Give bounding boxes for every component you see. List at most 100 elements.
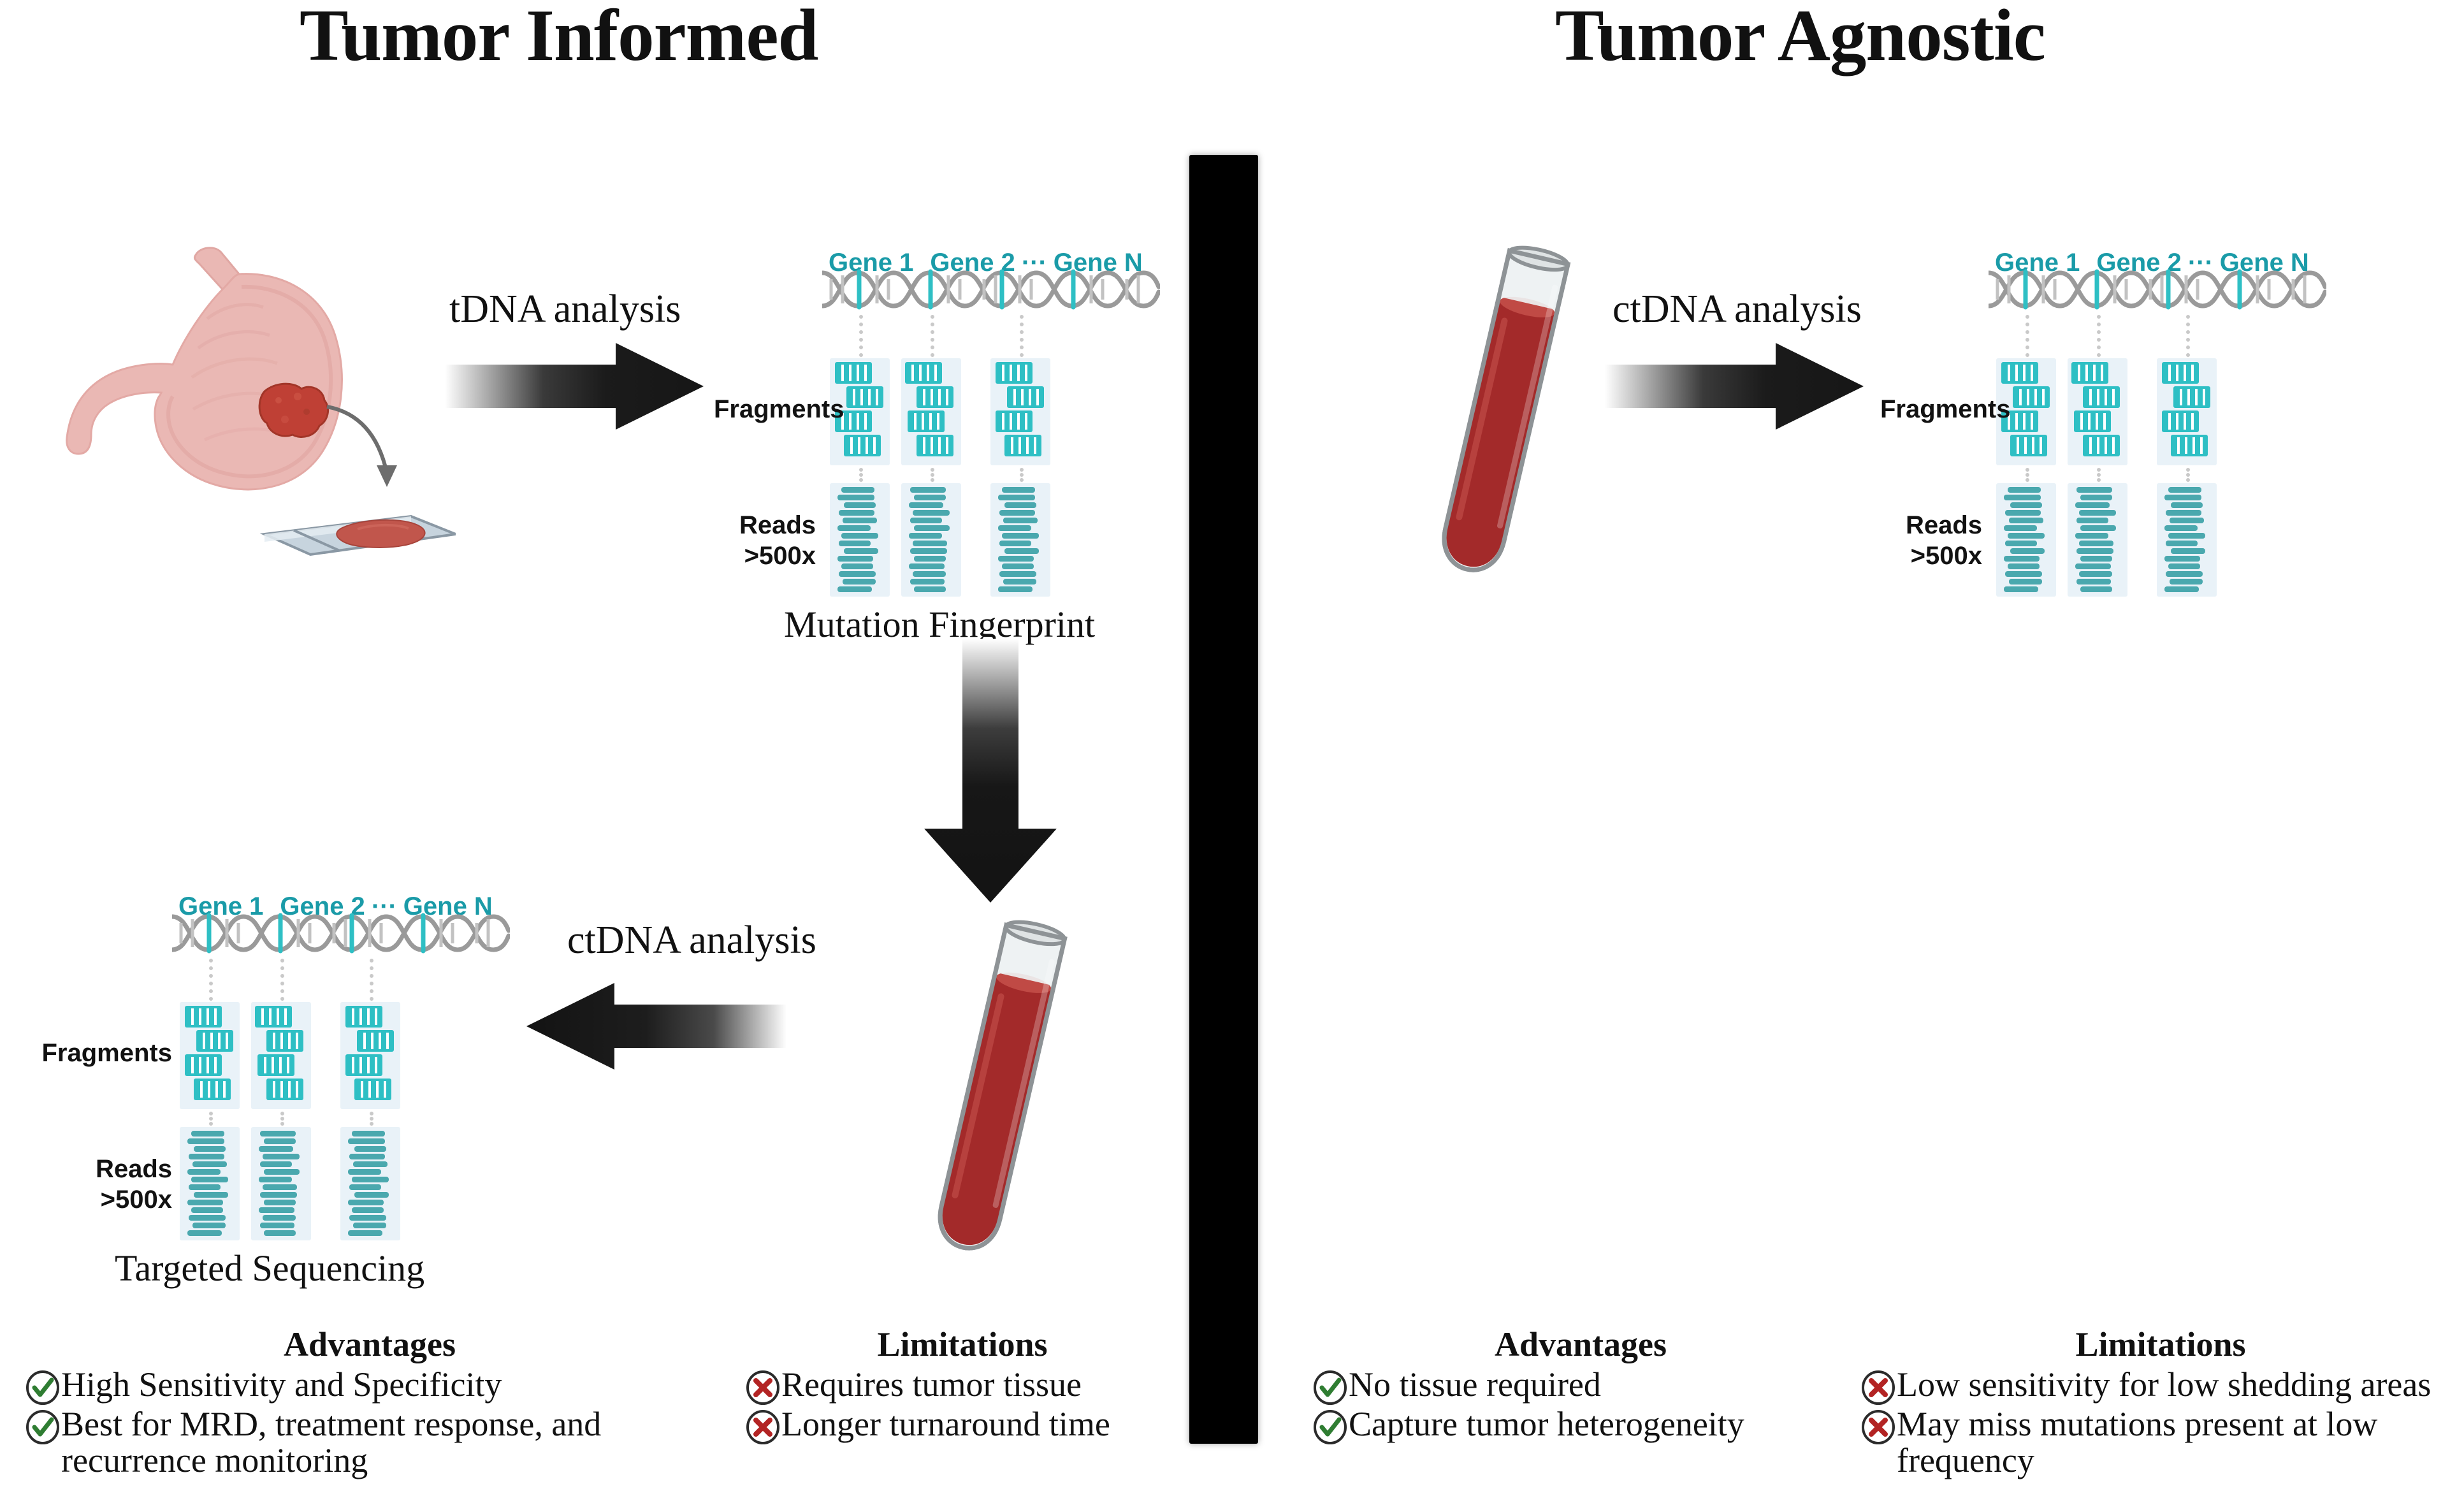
mutation-fingerprint-caption: Mutation Fingerprint xyxy=(784,604,1096,645)
connector-dotted-6 xyxy=(1020,468,1024,482)
read-column-bg-2 xyxy=(901,483,961,597)
connector-dotted-4 xyxy=(2026,468,2029,482)
connector-dotted-2 xyxy=(280,959,284,1001)
list-item: Requires tumor tissue xyxy=(746,1365,1179,1405)
connector-dotted-5 xyxy=(2097,468,2101,482)
read-column-bg-2 xyxy=(251,1127,311,1240)
left-advantage-2: Best for MRD, treatment response, and re… xyxy=(61,1405,602,1480)
connector-dotted-3 xyxy=(1020,315,1024,357)
fragments-label: Fragments xyxy=(1880,395,2011,423)
left-advantage-1: High Sensitivity and Specificity xyxy=(61,1365,502,1404)
sequencing-panel-right: Gene 1 Gene 2 ··· Gene N xyxy=(1880,249,2345,618)
dna-helix-icon xyxy=(822,269,1160,310)
blood-collection-tube-left xyxy=(938,920,1068,1251)
list-item: Low sensitivity for low shedding areas xyxy=(1861,1365,2460,1405)
read-stack-2 xyxy=(2075,487,2116,592)
blood-collection-tube-right xyxy=(1442,245,1571,572)
fragment-stack-2 xyxy=(2071,362,2120,456)
reads-label-line2: >500x xyxy=(1910,542,1982,570)
read-column-bg-3 xyxy=(2157,483,2217,597)
left-panel-title: Tumor Informed xyxy=(300,0,818,76)
reads-label-line1: Reads xyxy=(739,511,816,539)
read-column-bg-1 xyxy=(180,1127,240,1240)
connector-dotted-2 xyxy=(2097,315,2101,357)
read-stack-3 xyxy=(348,1131,389,1236)
dna-helix-icon xyxy=(1989,269,2326,310)
connector-dotted-1 xyxy=(859,315,863,357)
left-arrow-icon xyxy=(526,983,786,1070)
read-stack-1 xyxy=(187,1131,228,1236)
left-limitation-1: Requires tumor tissue xyxy=(781,1365,1082,1404)
reads-label-line1: Reads xyxy=(95,1155,172,1183)
right-advantages-heading: Advantages xyxy=(1494,1325,1667,1363)
right-advantage-2: Capture tumor heterogeneity xyxy=(1349,1405,1744,1443)
right-limitation-2: May miss mutations present at low freque… xyxy=(1897,1405,2378,1480)
sequencing-panel-top-left: Gene 1 Gene 2 ··· Gene N xyxy=(714,249,1179,645)
right-limitation-1: Low sensitivity for low shedding areas xyxy=(1897,1365,2431,1404)
left-advantages-heading: Advantages xyxy=(283,1325,456,1363)
check-circle-icon xyxy=(1313,1370,1347,1405)
read-column-bg-1 xyxy=(830,483,890,597)
right-advantages-block: Advantages No tissue required Capture tu… xyxy=(1313,1325,1848,1446)
fragment-stack-2 xyxy=(905,362,953,456)
cross-circle-icon xyxy=(1861,1370,1895,1405)
fragment-stack-1 xyxy=(835,362,883,456)
tumor-nodule xyxy=(258,382,330,438)
connector-dotted-4 xyxy=(209,1112,213,1126)
connector-dotted-4 xyxy=(859,468,863,482)
fragment-stack-1 xyxy=(2001,362,2050,456)
ctdna-analysis-left-arrow-group: ctDNA analysis xyxy=(526,918,816,1070)
list-item: Capture tumor heterogeneity xyxy=(1313,1405,1848,1444)
fragment-stack-3 xyxy=(996,362,1044,456)
left-limitations-block: Limitations Requires tumor tissue Longer… xyxy=(746,1325,1179,1446)
connector-dotted-5 xyxy=(280,1112,284,1126)
check-circle-icon xyxy=(25,1370,60,1405)
connector-dotted-3 xyxy=(2186,315,2190,357)
connector-dotted-1 xyxy=(209,959,213,1001)
connector-dotted-6 xyxy=(370,1112,373,1126)
right-limitations-block: Limitations Low sensitivity for low shed… xyxy=(1861,1325,2460,1480)
check-circle-icon xyxy=(25,1410,60,1444)
read-stack-3 xyxy=(2164,487,2205,592)
targeted-sequencing-caption: Targeted Sequencing xyxy=(115,1247,425,1289)
right-arrow-icon xyxy=(445,343,704,430)
connector-dotted-6 xyxy=(2186,468,2190,482)
down-arrow-icon xyxy=(924,639,1057,903)
connector-dotted-3 xyxy=(370,959,373,1001)
connector-dotted-1 xyxy=(2026,315,2029,357)
left-limitation-2: Longer turnaround time xyxy=(781,1405,1110,1443)
list-item: High Sensitivity and Specificity xyxy=(25,1365,714,1405)
read-column-bg-2 xyxy=(2068,483,2127,597)
right-limitations-heading: Limitations xyxy=(2075,1325,2246,1363)
fragment-stack-3 xyxy=(345,1006,394,1100)
connector-dotted-2 xyxy=(931,315,934,357)
tdna-analysis-label: tDNA analysis xyxy=(449,287,681,331)
gene-label-row-3: Gene 1 Gene 2 ··· Gene N xyxy=(1995,249,2309,277)
list-item: No tissue required xyxy=(1313,1365,1848,1405)
read-stack-3 xyxy=(998,487,1039,592)
reads-label-line2: >500x xyxy=(100,1186,172,1214)
microscope-slide xyxy=(259,514,456,556)
dna-helix-icon xyxy=(172,913,510,954)
check-circle-icon xyxy=(1313,1410,1347,1444)
list-item: May miss mutations present at low freque… xyxy=(1861,1405,2460,1480)
right-panel-title: Tumor Agnostic xyxy=(1555,0,2046,76)
connector-dotted-5 xyxy=(931,468,934,482)
list-item: Longer turnaround time xyxy=(746,1405,1179,1444)
right-advantage-1: No tissue required xyxy=(1349,1365,1601,1404)
cross-circle-icon xyxy=(746,1410,780,1444)
read-column-bg-1 xyxy=(1996,483,2056,597)
stomach-with-tumor-illustration xyxy=(66,247,456,556)
fragment-stack-1 xyxy=(185,1006,233,1100)
read-stack-1 xyxy=(837,487,878,592)
fragments-label: Fragments xyxy=(714,395,844,423)
right-arrow-icon xyxy=(1605,343,1864,430)
ctdna-analysis-left-label: ctDNA analysis xyxy=(567,919,816,962)
sequencing-panel-bottom-left: Gene 1 Gene 2 ··· Gene N xyxy=(42,892,535,1289)
cross-circle-icon xyxy=(746,1370,780,1405)
read-column-bg-3 xyxy=(340,1127,400,1240)
reads-label-line2: >500x xyxy=(744,542,816,570)
left-limitations-heading: Limitations xyxy=(877,1325,1048,1363)
read-column-bg-3 xyxy=(990,483,1050,597)
read-stack-2 xyxy=(259,1131,300,1236)
